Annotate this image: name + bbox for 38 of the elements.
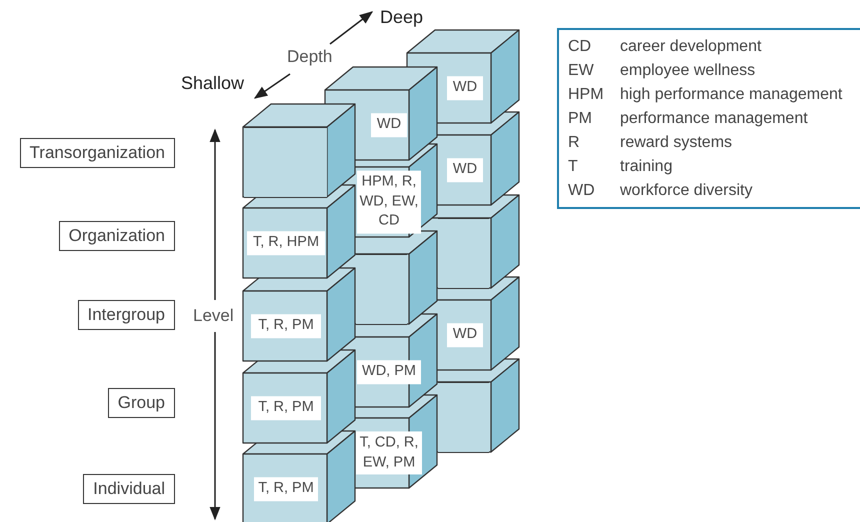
legend-description: high performance management [620, 86, 844, 104]
axis-label: Shallow [181, 73, 244, 94]
cube-label: WD [447, 158, 483, 182]
axis-label: Depth [287, 47, 332, 67]
level-box: Organization [58, 221, 175, 251]
cube-label: T, R, PM [251, 314, 321, 338]
cube-label: T, R, HPM [247, 231, 325, 255]
level-box: Intergroup [78, 300, 175, 330]
cube [356, 254, 407, 324]
legend-abbreviation: WD [568, 182, 596, 200]
legend-abbreviation: R [568, 134, 581, 152]
legend-abbreviation: T [568, 158, 579, 176]
legend-abbreviation: HPM [568, 86, 605, 104]
legend-description: training [620, 158, 674, 176]
cube-label: WD [447, 323, 483, 347]
cube-label: WD [447, 76, 483, 100]
legend-description: performance management [620, 110, 809, 128]
legend-description: reward systems [620, 134, 734, 152]
axis-label: Deep [380, 7, 424, 28]
cube-label: WD, PM [357, 360, 421, 384]
cube-label: T, R, PM [254, 477, 318, 501]
cube [244, 126, 327, 198]
cube [438, 218, 489, 288]
axis-label: Level [193, 306, 234, 326]
cube-label: T, R, PM [251, 396, 321, 420]
legend-description: employee wellness [620, 62, 756, 80]
level-box: Group [108, 388, 175, 418]
legend-description: career development [620, 38, 762, 56]
cube-label: WD [371, 113, 407, 137]
legend-abbreviation: CD [568, 38, 592, 56]
legend-description: workforce diversity [620, 182, 754, 200]
cube [438, 382, 489, 452]
legend-abbreviation: EW [568, 62, 595, 80]
cube-label: HPM, R, WD, EW, CD [357, 170, 421, 234]
legend-abbreviation: PM [568, 110, 593, 128]
level-box: Individual [83, 474, 175, 504]
cube-label: T, CD, R, EW, PM [356, 431, 422, 475]
level-box: Transorganization [20, 138, 175, 168]
